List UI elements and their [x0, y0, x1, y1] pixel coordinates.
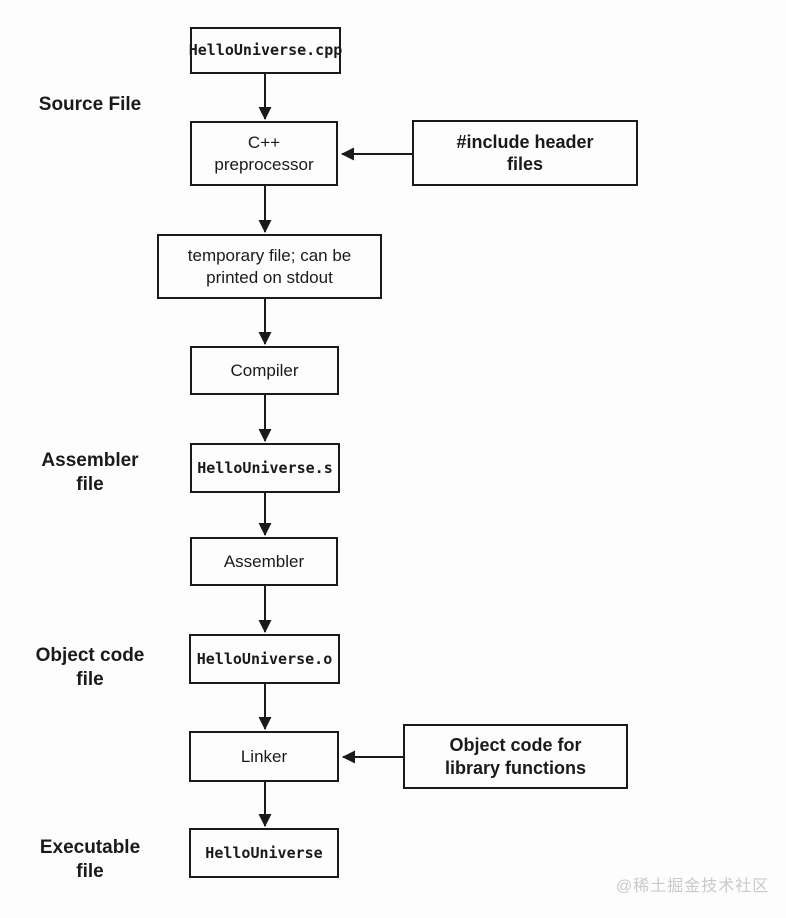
label-object-code-file: Object code file: [35, 645, 145, 690]
node-source-file-cpp: HelloUniverse.cpp: [189, 27, 342, 74]
label-source-file: Source File: [38, 94, 142, 115]
node-executable: HelloUniverse: [189, 828, 339, 878]
node-object-file-o: HelloUniverse.o: [189, 634, 340, 684]
node-object-code-library: Object code for library functions: [403, 724, 628, 789]
label-assembler-file: Assembler file: [41, 450, 139, 495]
node-temporary-file: temporary file; can be printed on stdout: [157, 234, 382, 299]
watermark-text: @稀土掘金技术社区: [616, 878, 770, 895]
node-cpp-preprocessor: C++ preprocessor: [190, 121, 338, 186]
node-include-header-files: #include header files: [412, 120, 638, 186]
node-linker: Linker: [189, 731, 339, 782]
node-compiler: Compiler: [190, 346, 339, 395]
node-assembler-file-s: HelloUniverse.s: [190, 443, 340, 493]
label-executable-file: Executable file: [39, 837, 141, 882]
node-assembler: Assembler: [190, 537, 338, 586]
